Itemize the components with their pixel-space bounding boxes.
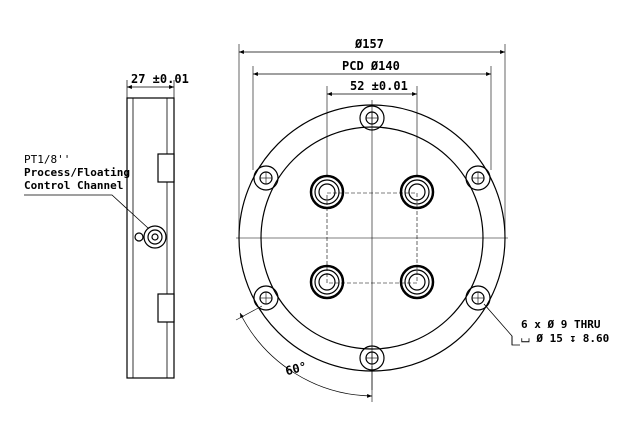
pcd-dim: PCD Ø140 <box>342 59 400 73</box>
port-fitting <box>143 225 167 249</box>
front-view <box>235 44 520 402</box>
boss-bottom-left <box>309 264 345 300</box>
port-label-line2: Control Channel <box>24 179 123 192</box>
side-view <box>24 80 175 379</box>
square-52 <box>326 192 418 284</box>
boss-top-right <box>399 174 435 210</box>
angle-arc <box>239 312 373 398</box>
angle-dim: 60° <box>284 359 309 378</box>
mount-hole-top <box>359 105 385 131</box>
spacing-dim: 52 ±0.01 <box>350 79 408 93</box>
side-width-dim: 27 ±0.01 <box>131 72 189 86</box>
boss-bottom-right <box>399 264 435 300</box>
mount-hole-upper-left <box>253 165 279 191</box>
side-top-tab <box>157 153 175 183</box>
hole-note-line1: 6 x Ø 9 THRU <box>521 318 601 331</box>
hole-note-line2: ⌴ Ø 15 ↧ 8.60 <box>521 332 609 345</box>
mount-hole-lower-left <box>253 285 279 311</box>
side-bottom-tab <box>157 293 175 323</box>
port-thread-label: PT1/8'' <box>24 153 70 166</box>
mount-hole-lower-right <box>465 285 491 311</box>
outer-dia-dim: Ø157 <box>354 37 384 51</box>
port-label-line1: Process/Floating <box>24 166 130 179</box>
mount-hole-upper-right <box>465 165 491 191</box>
